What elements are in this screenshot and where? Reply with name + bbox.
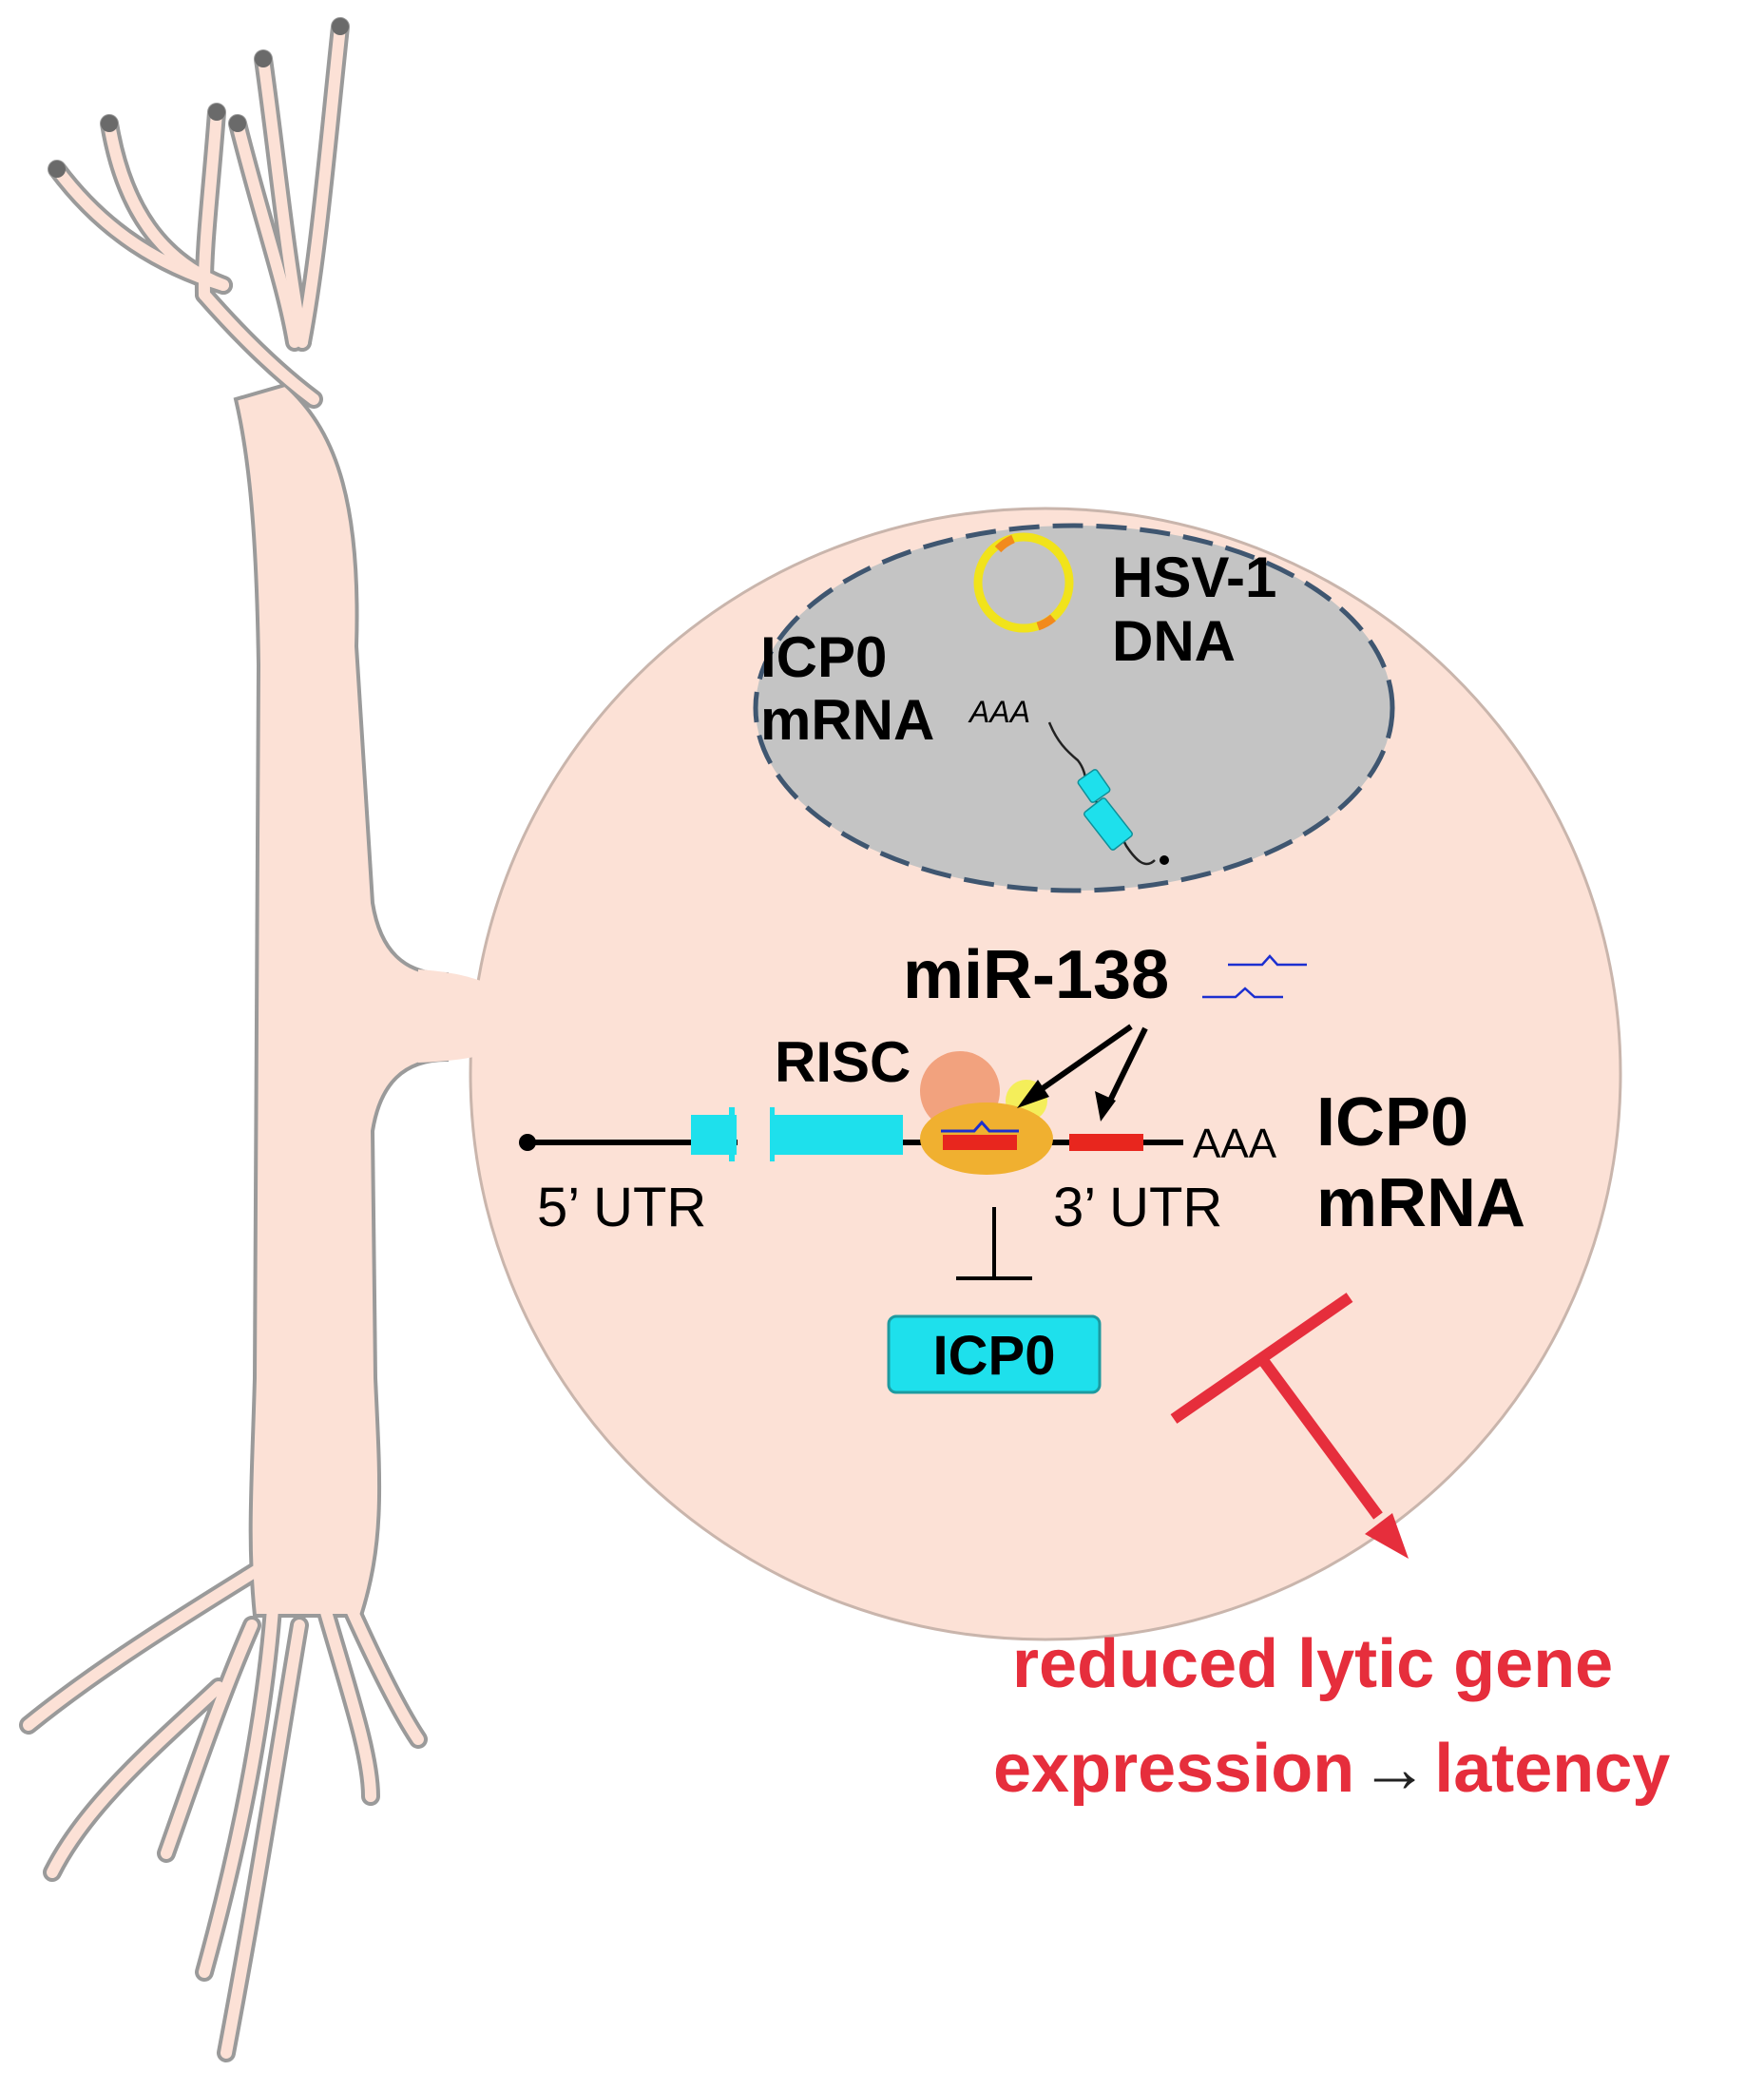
mirna-group: miR-138 [903,937,1307,1013]
targeting-arrows [1017,1024,1148,1122]
bound-mirna-strand [941,1120,1019,1133]
neuron-trunk [233,382,449,1618]
mirna-label: miR-138 [903,937,1169,1013]
target-site-under-risc [943,1135,1017,1150]
outcome-expression: expression [993,1731,1354,1807]
target-site-free [1069,1134,1143,1151]
dendrite-terminals [48,18,349,178]
cytoplasmic-polya-tail: AAA [1193,1121,1277,1167]
mrna-5prime-cap [519,1134,536,1151]
nuclear-mrna-transcript [1047,721,1169,866]
outcome-label-line2: expression→latency [993,1731,1670,1807]
cytoplasmic-mrna-label-line2: mRNA [1316,1165,1525,1241]
outcome-label-line1: reduced lytic gene [1012,1626,1613,1702]
cytoplasmic-mrna: AAA 5’ UTR 3’ UTR [519,1103,1277,1238]
nuclear-envelope [753,523,1395,893]
protein-box-icon: ICP0 [887,1314,1102,1394]
risc-label: RISC [775,1030,911,1094]
mirna-duplex-icon [1202,954,1307,999]
outcome-inhibition [1170,1293,1409,1559]
nuclear-mrna-label-line1: ICP0 [760,625,887,689]
utr3-label: 3’ UTR [1053,1177,1222,1238]
inhibition-bar-icon [956,1207,1032,1280]
circular-dna-icon [973,532,1074,633]
cytoplasmic-mrna-label-line1: ICP0 [1316,1084,1468,1160]
nuclear-mrna-label-line2: mRNA [760,688,934,752]
utr5-label: 5’ UTR [537,1177,706,1238]
outcome-arrow: → [1360,1731,1428,1807]
coding-region-exon2 [775,1115,903,1155]
nucleus: HSV-1 DNA ICP0 mRNA AAA [753,523,1395,893]
dendrite-fibers-fill [23,21,424,2059]
outcome-latency: latency [1434,1731,1670,1807]
virus-dna-label-line2: DNA [1112,609,1236,673]
virus-dna-label-line1: HSV-1 [1112,546,1276,609]
icp0-protein-label: ICP0 [933,1325,1056,1387]
icp0-protein-box [887,1314,1102,1394]
soma-junction [418,969,532,1063]
nuclear-polya-tail: AAA [968,695,1030,729]
